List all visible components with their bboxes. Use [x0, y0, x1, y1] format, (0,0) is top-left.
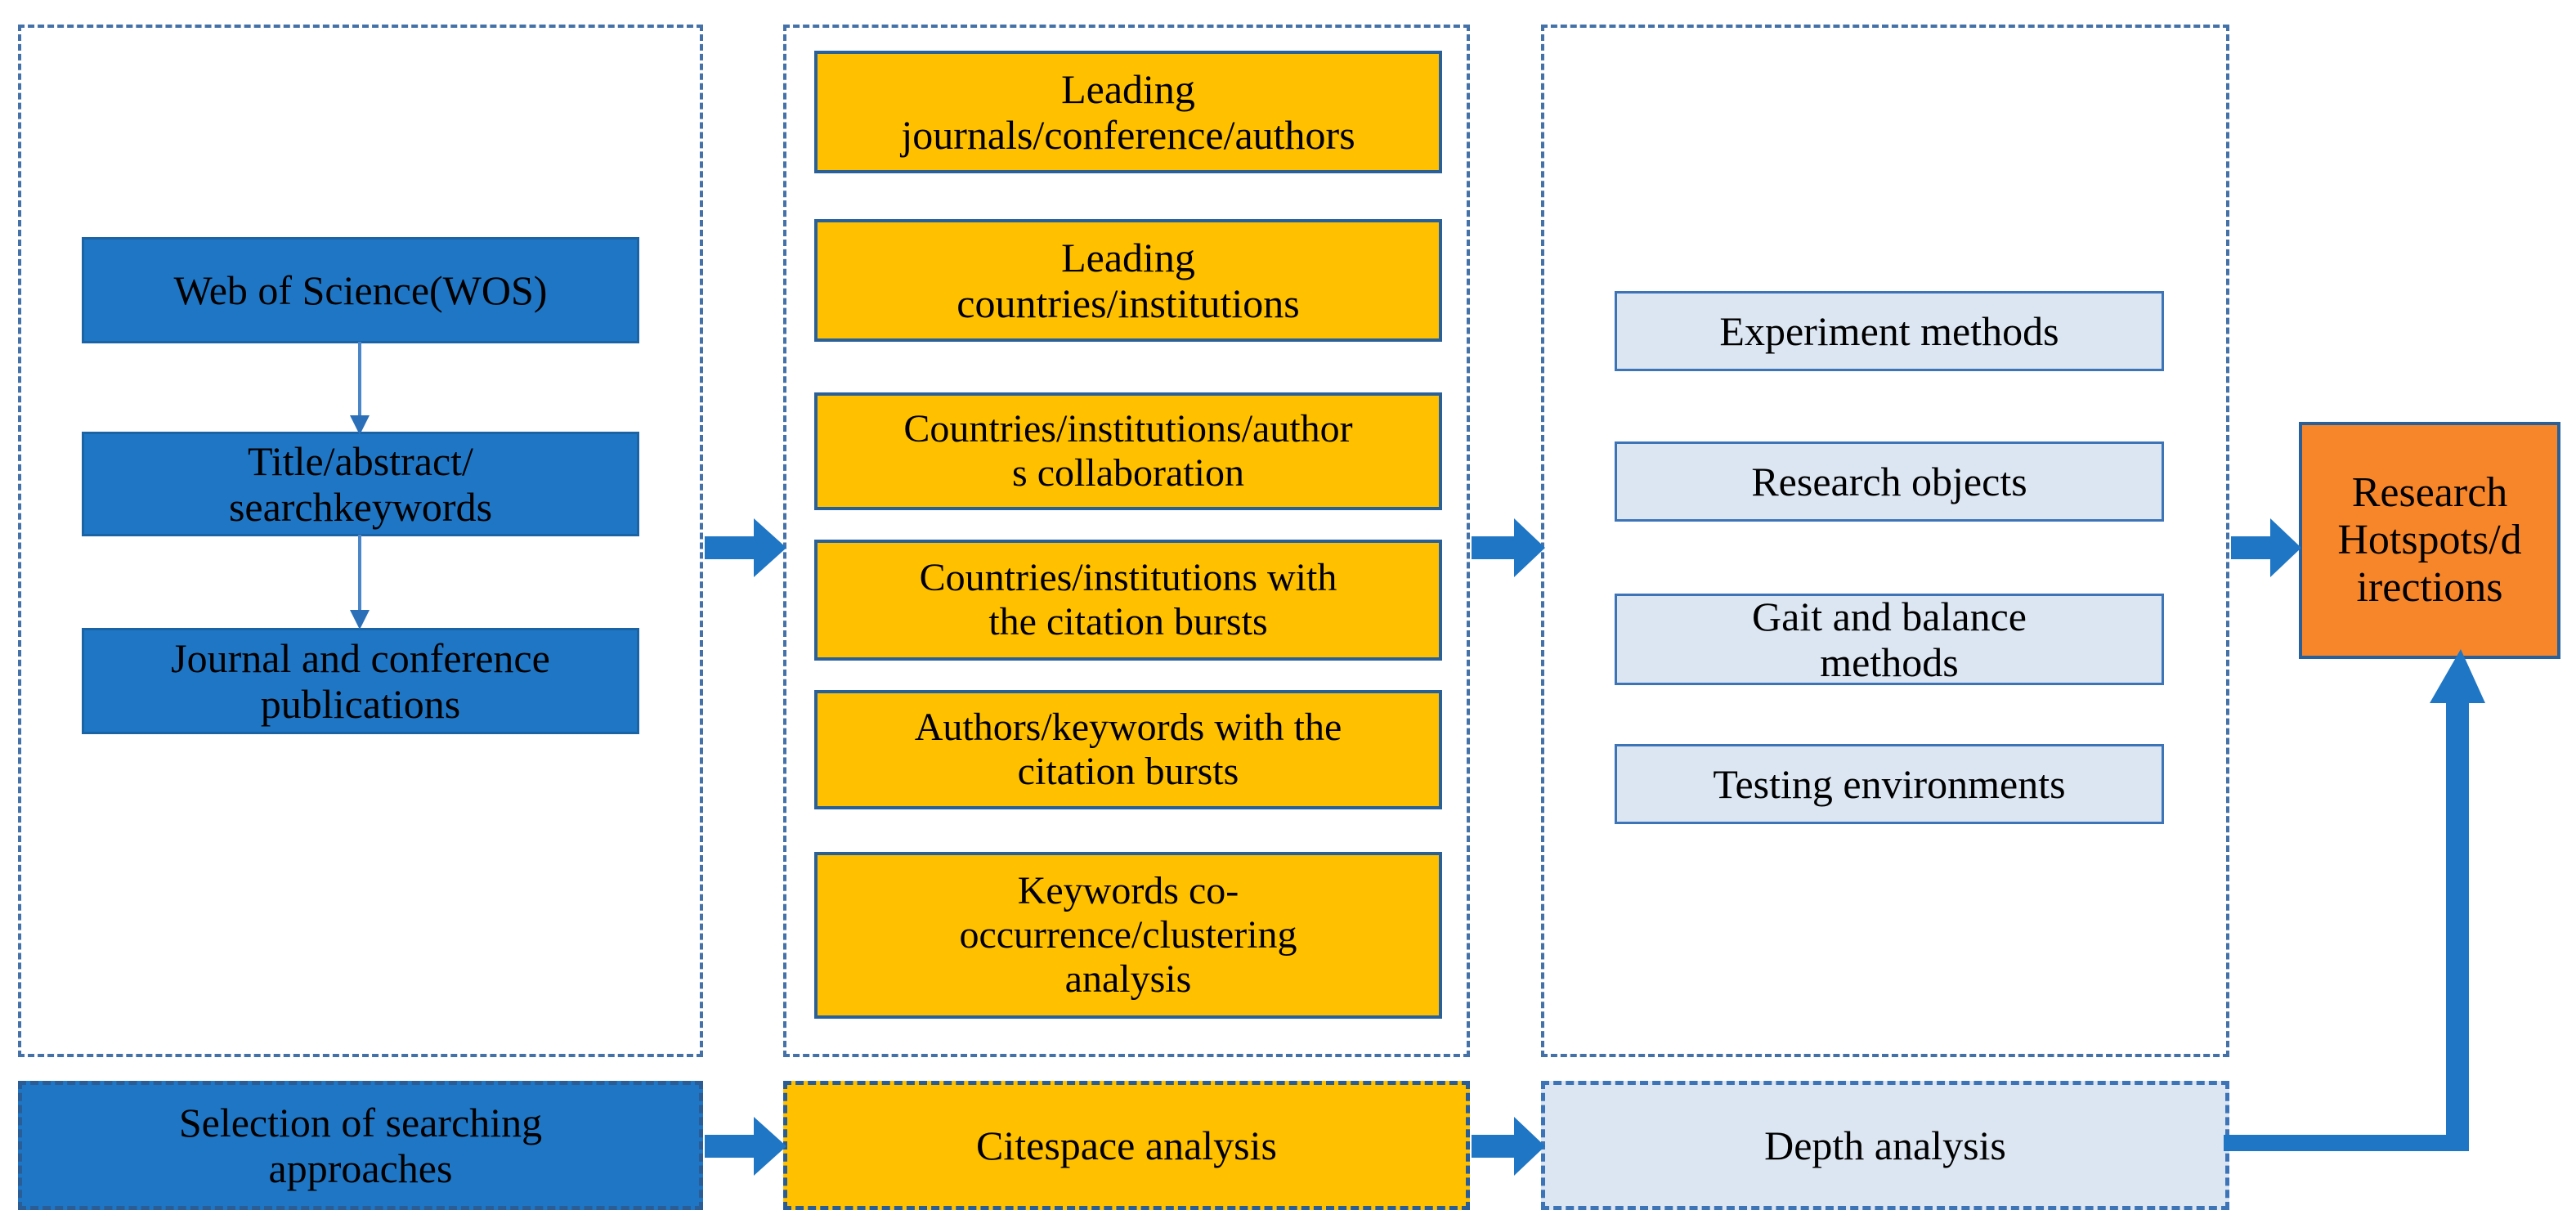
node-label: Leading journals/conference/authors	[901, 66, 1355, 158]
node-label: Experiment methods	[1719, 308, 2059, 354]
node-experiment-methods[interactable]: Experiment methods	[1615, 291, 2164, 371]
node-label: Citespace analysis	[976, 1123, 1277, 1168]
node-label: Authors/keywords with the citation burst…	[914, 706, 1342, 793]
node-title-abstract-keywords[interactable]: Title/abstract/ searchkeywords	[82, 432, 639, 536]
node-gait-balance-methods[interactable]: Gait and balance methods	[1615, 594, 2164, 685]
group-container-column3	[1541, 25, 2229, 1057]
node-label: Journal and conference publications	[171, 635, 550, 727]
node-bottom-citespace-analysis[interactable]: Citespace analysis	[783, 1081, 1470, 1210]
node-label: Title/abstract/ searchkeywords	[228, 438, 493, 530]
node-web-of-science[interactable]: Web of Science(WOS)	[82, 237, 639, 343]
node-label: Selection of searching approaches	[178, 1100, 543, 1191]
node-label: Research objects	[1751, 459, 2027, 504]
node-label: Research Hotspots/d irections	[2337, 468, 2522, 612]
node-bottom-selection-of-searching-approaches[interactable]: Selection of searching approaches	[18, 1081, 703, 1210]
node-testing-environments[interactable]: Testing environments	[1615, 744, 2164, 824]
arrow-depth-analysis-to-research-hotspots	[2224, 649, 2485, 1151]
node-label: Web of Science(WOS)	[173, 267, 548, 313]
node-label: Countries/institutions with the citation…	[919, 556, 1337, 643]
node-label: Testing environments	[1713, 761, 2066, 807]
node-label: Keywords co- occurrence/clustering analy…	[959, 869, 1297, 1001]
group-container-column2	[783, 25, 1470, 1057]
arrow-bottom-citespace-to-depth	[1472, 1117, 1545, 1176]
arrow-bottom-selection-to-citespace	[705, 1117, 786, 1176]
node-leading-countries[interactable]: Leading countries/institutions	[814, 219, 1442, 342]
node-journal-conference-publications[interactable]: Journal and conference publications	[82, 628, 639, 734]
node-label: Leading countries/institutions	[956, 235, 1300, 326]
node-label: Depth analysis	[1764, 1123, 2006, 1168]
arrow-wos-to-title	[350, 342, 370, 435]
arrow-column2-to-column3	[1472, 518, 1545, 577]
node-countries-collaboration[interactable]: Countries/institutions/author s collabor…	[814, 392, 1442, 510]
node-leading-journals[interactable]: Leading journals/conference/authors	[814, 51, 1442, 173]
node-label: Gait and balance methods	[1752, 594, 2027, 685]
group-container-column1	[18, 25, 703, 1057]
node-bottom-depth-analysis[interactable]: Depth analysis	[1541, 1081, 2229, 1210]
node-label: Countries/institutions/author s collabor…	[903, 407, 1353, 495]
arrow-column3-to-outcome	[2231, 518, 2301, 577]
node-research-hotspots-directions[interactable]: Research Hotspots/d irections	[2299, 422, 2560, 659]
node-keywords-cooccurrence-clustering[interactable]: Keywords co- occurrence/clustering analy…	[814, 852, 1442, 1019]
node-authors-keywords-citation-bursts[interactable]: Authors/keywords with the citation burst…	[814, 690, 1442, 809]
node-countries-citation-bursts[interactable]: Countries/institutions with the citation…	[814, 540, 1442, 661]
node-research-objects[interactable]: Research objects	[1615, 441, 2164, 522]
arrow-title-to-journal	[350, 535, 370, 630]
arrow-column1-to-column2	[705, 518, 786, 577]
